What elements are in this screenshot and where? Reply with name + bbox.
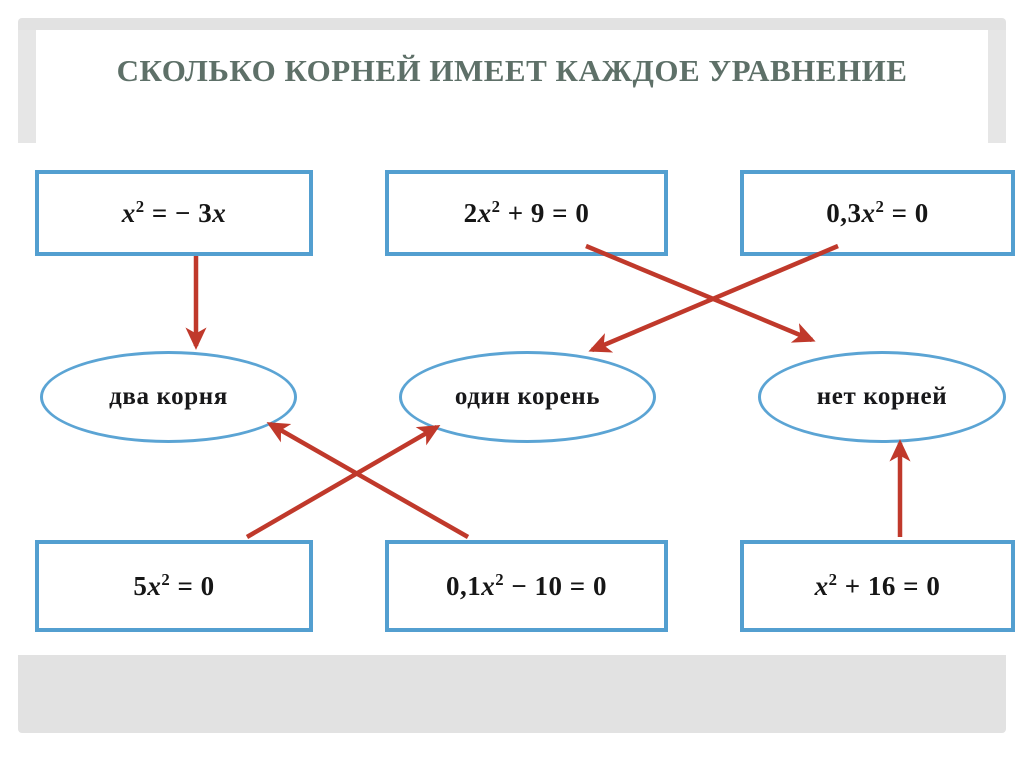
equation-box-bottom-3[interactable]: x2 + 16 = 0 [740, 540, 1015, 632]
equation-text: 0,1x2 − 10 = 0 [446, 569, 607, 601]
equation-text: 2x2 + 9 = 0 [463, 196, 590, 228]
equation-box-top-2[interactable]: 2x2 + 9 = 0 [385, 170, 668, 256]
answer-ellipse-one-root[interactable]: один корень [399, 351, 656, 443]
equation-text: x2 + 16 = 0 [814, 569, 941, 601]
equation-text: x2 = − 3x [121, 196, 227, 228]
page-title: СКОЛЬКО КОРНЕЙ ИМЕЕТ КАЖДОЕ УРАВНЕНИЕ [116, 53, 908, 88]
answer-ellipse-two-roots[interactable]: два корня [40, 351, 297, 443]
equation-box-top-1[interactable]: x2 = − 3x [35, 170, 313, 256]
answer-label: два корня [109, 383, 228, 410]
equation-text: 5x2 = 0 [133, 569, 215, 601]
equation-box-bottom-2[interactable]: 0,1x2 − 10 = 0 [385, 540, 668, 632]
frame-edge-right [987, 30, 1006, 143]
equation-box-bottom-1[interactable]: 5x2 = 0 [35, 540, 313, 632]
equation-text: 0,3x2 = 0 [826, 196, 929, 228]
title-panel [36, 30, 988, 148]
answer-label: один корень [454, 383, 601, 410]
frame-edge-left [18, 30, 37, 143]
equation-box-top-3[interactable]: 0,3x2 = 0 [740, 170, 1015, 256]
answer-label: нет корней [816, 383, 948, 410]
answer-ellipse-no-roots[interactable]: нет корней [758, 351, 1006, 443]
